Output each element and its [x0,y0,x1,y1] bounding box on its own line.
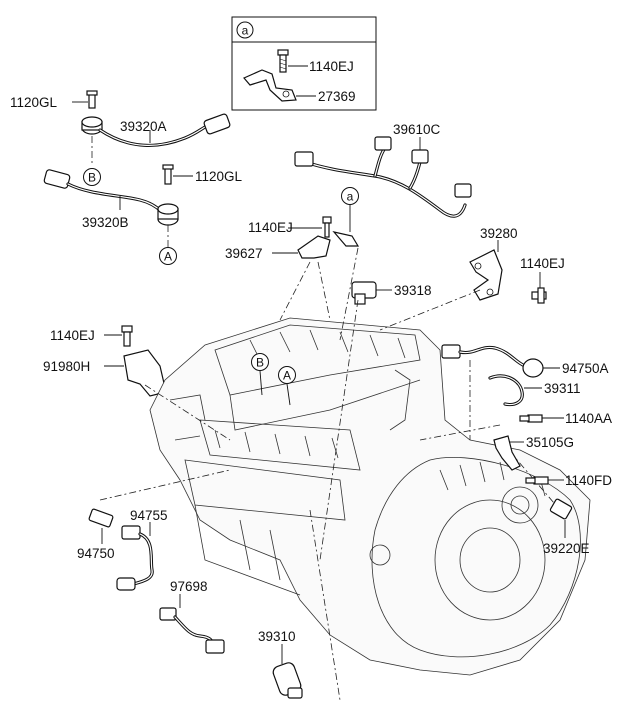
callout-letter-a: a [242,24,249,38]
dashed-leaders [99,247,561,701]
knock-sensor-39320a: 1120GL 39320A [10,90,231,165]
label-91980h: 91980H [43,359,90,374]
sensor-94750: 94750 [77,508,115,561]
cam-sensor-39318: 39318 [351,281,432,305]
label-39320b: 39320B [82,215,129,230]
bolt-1140aa: 1140AA [519,411,612,426]
sensor-39220e: 39220E [543,498,590,556]
label-39320a: 39320A [120,119,167,134]
callout-circle-b-engine [251,353,269,371]
sensor-harness-94750a: 94750A 39311 [441,344,609,407]
label-39220e: 39220E [543,541,590,556]
detail-inset-a: a 1140EJ 27369 [231,16,377,111]
label-39610c: 39610C [393,122,441,137]
label-39318: 39318 [394,283,432,298]
wiring-harness-39610c: 39610C [294,122,472,218]
bolt-1140fd: 1140FD [525,473,612,488]
callout-letter-b-top: B [88,171,96,185]
label-1140ej-top: 1140EJ [248,220,293,235]
label-1140ej-inset: 1140EJ [309,59,354,74]
label-1140ej-right: 1140EJ [520,256,565,271]
label-94750: 94750 [77,546,115,561]
callout-circle-a-engine [278,366,296,384]
callout-circle-b-top [83,168,101,186]
label-1140ej-left: 1140EJ [50,328,95,343]
callout-circle-a-left [159,247,177,265]
sensor-harness-97698: 97698 [159,579,225,654]
callout-letter-a-engine: A [283,369,291,383]
label-94750a: 94750A [562,361,609,376]
callout-letter-b-engine: B [256,356,264,370]
bracket-35105g: 35105G [493,435,574,471]
label-97698: 97698 [170,579,208,594]
label-39311: 39311 [544,381,581,396]
label-39627: 39627 [225,246,263,261]
bolt-icon [277,49,289,73]
label-35105g: 35105G [526,435,574,450]
knock-sensor-39320b: 1120GL 39320B [43,164,243,248]
crank-sensor-39310: 39310 [258,629,303,699]
label-27369: 27369 [318,89,356,104]
harness-bracket-91980h: 1140EJ 91980H [43,325,167,397]
label-1140fd: 1140FD [565,473,612,488]
callout-circle-a-mid [341,187,359,205]
engine-assembly [149,317,591,676]
label-39310: 39310 [258,629,296,644]
label-94755: 94755 [130,508,168,523]
sensor-harness-94755: 94755 [116,508,168,591]
callout-circle-a [236,21,254,39]
bracket-39280: 39280 1140EJ [469,226,565,304]
callout-letter-a-mid: a [347,190,354,204]
bracket-39627: 1140EJ 39627 [225,216,360,261]
label-1140aa: 1140AA [565,411,612,426]
label-1120gl-left: 1120GL [10,95,58,110]
label-1120gl-right: 1120GL [195,169,243,184]
callout-letter-a-left: A [164,250,172,264]
label-39280: 39280 [480,226,518,241]
